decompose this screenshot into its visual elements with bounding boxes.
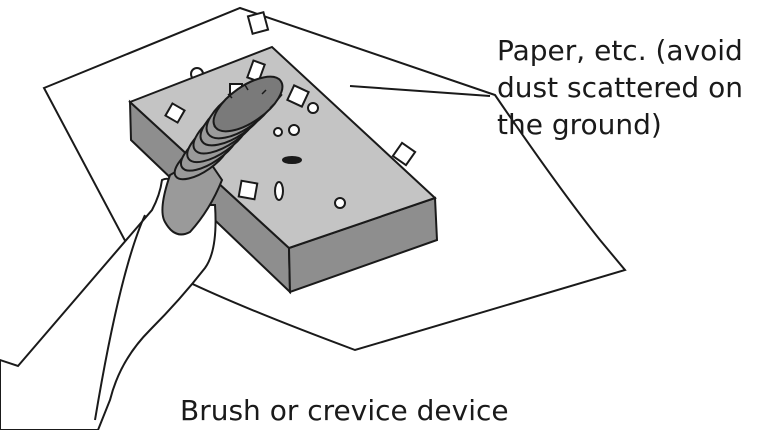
paper-callout-line-1: Paper, etc. (avoid xyxy=(497,34,743,67)
brush-nozzle xyxy=(161,75,284,236)
brush-callout: Brush or crevice device xyxy=(180,394,509,427)
paper-callout: Paper, etc. (avoid dust scattered on the… xyxy=(497,32,743,143)
paper-callout-line-2: dust scattered on xyxy=(497,71,743,104)
hand xyxy=(0,177,217,430)
paper-callout-line-3: the ground) xyxy=(497,108,662,141)
paper-pointer-line xyxy=(349,85,491,97)
